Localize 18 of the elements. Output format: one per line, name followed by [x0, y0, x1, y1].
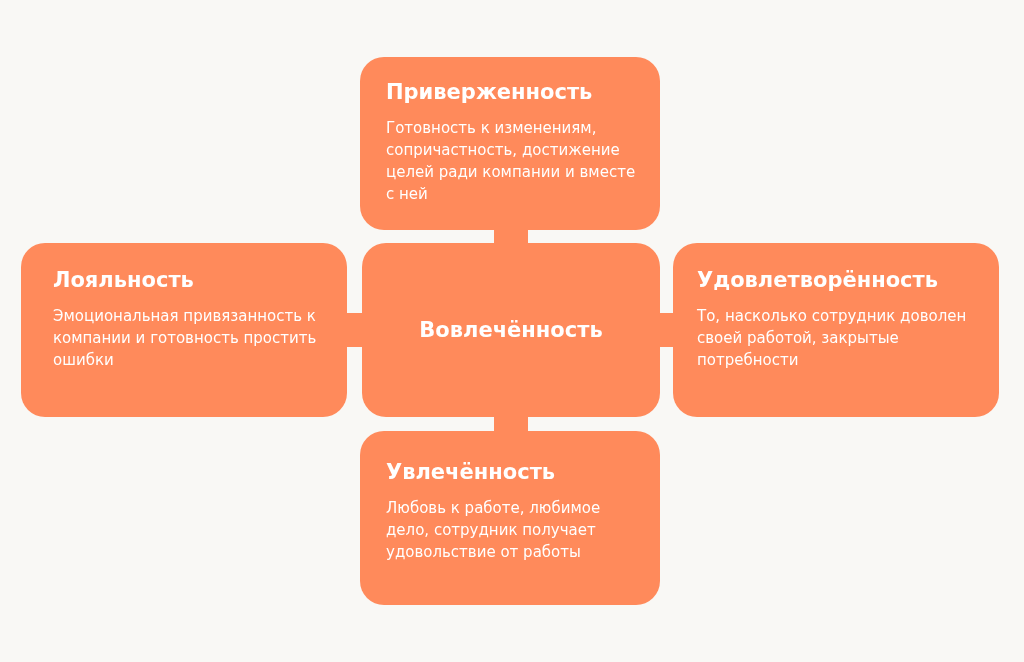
- connector-bridge: [494, 230, 528, 243]
- connector-bridge: [494, 417, 528, 431]
- card-description: Готовность к изменениям, сопричастность, достижение целей ради компании и вместе с ней: [386, 118, 637, 205]
- connector-bridge: [660, 313, 673, 347]
- concept-card: [21, 243, 347, 417]
- card-description: То, насколько сотрудник доволен своей работой, закрытые потребности: [697, 306, 968, 371]
- card-description: Любовь к работе, любимое дело, сотрудник получает удовольствие от работы: [386, 498, 602, 563]
- card-description: Эмоциональная привязанность к компании и готовность простить ошибки: [53, 306, 318, 371]
- card-title: Приверженность: [386, 79, 594, 105]
- card-title: Лояльность: [53, 267, 195, 293]
- card-title: Удовлетворённость: [697, 267, 939, 293]
- concept-card: [673, 243, 999, 417]
- concept-card: [360, 57, 660, 230]
- concept-card: [360, 431, 660, 605]
- card-title: Вовлечённость: [419, 317, 603, 343]
- card-title: Увлечённость: [386, 459, 557, 485]
- concept-card: [362, 243, 660, 417]
- connector-bridge: [347, 313, 362, 347]
